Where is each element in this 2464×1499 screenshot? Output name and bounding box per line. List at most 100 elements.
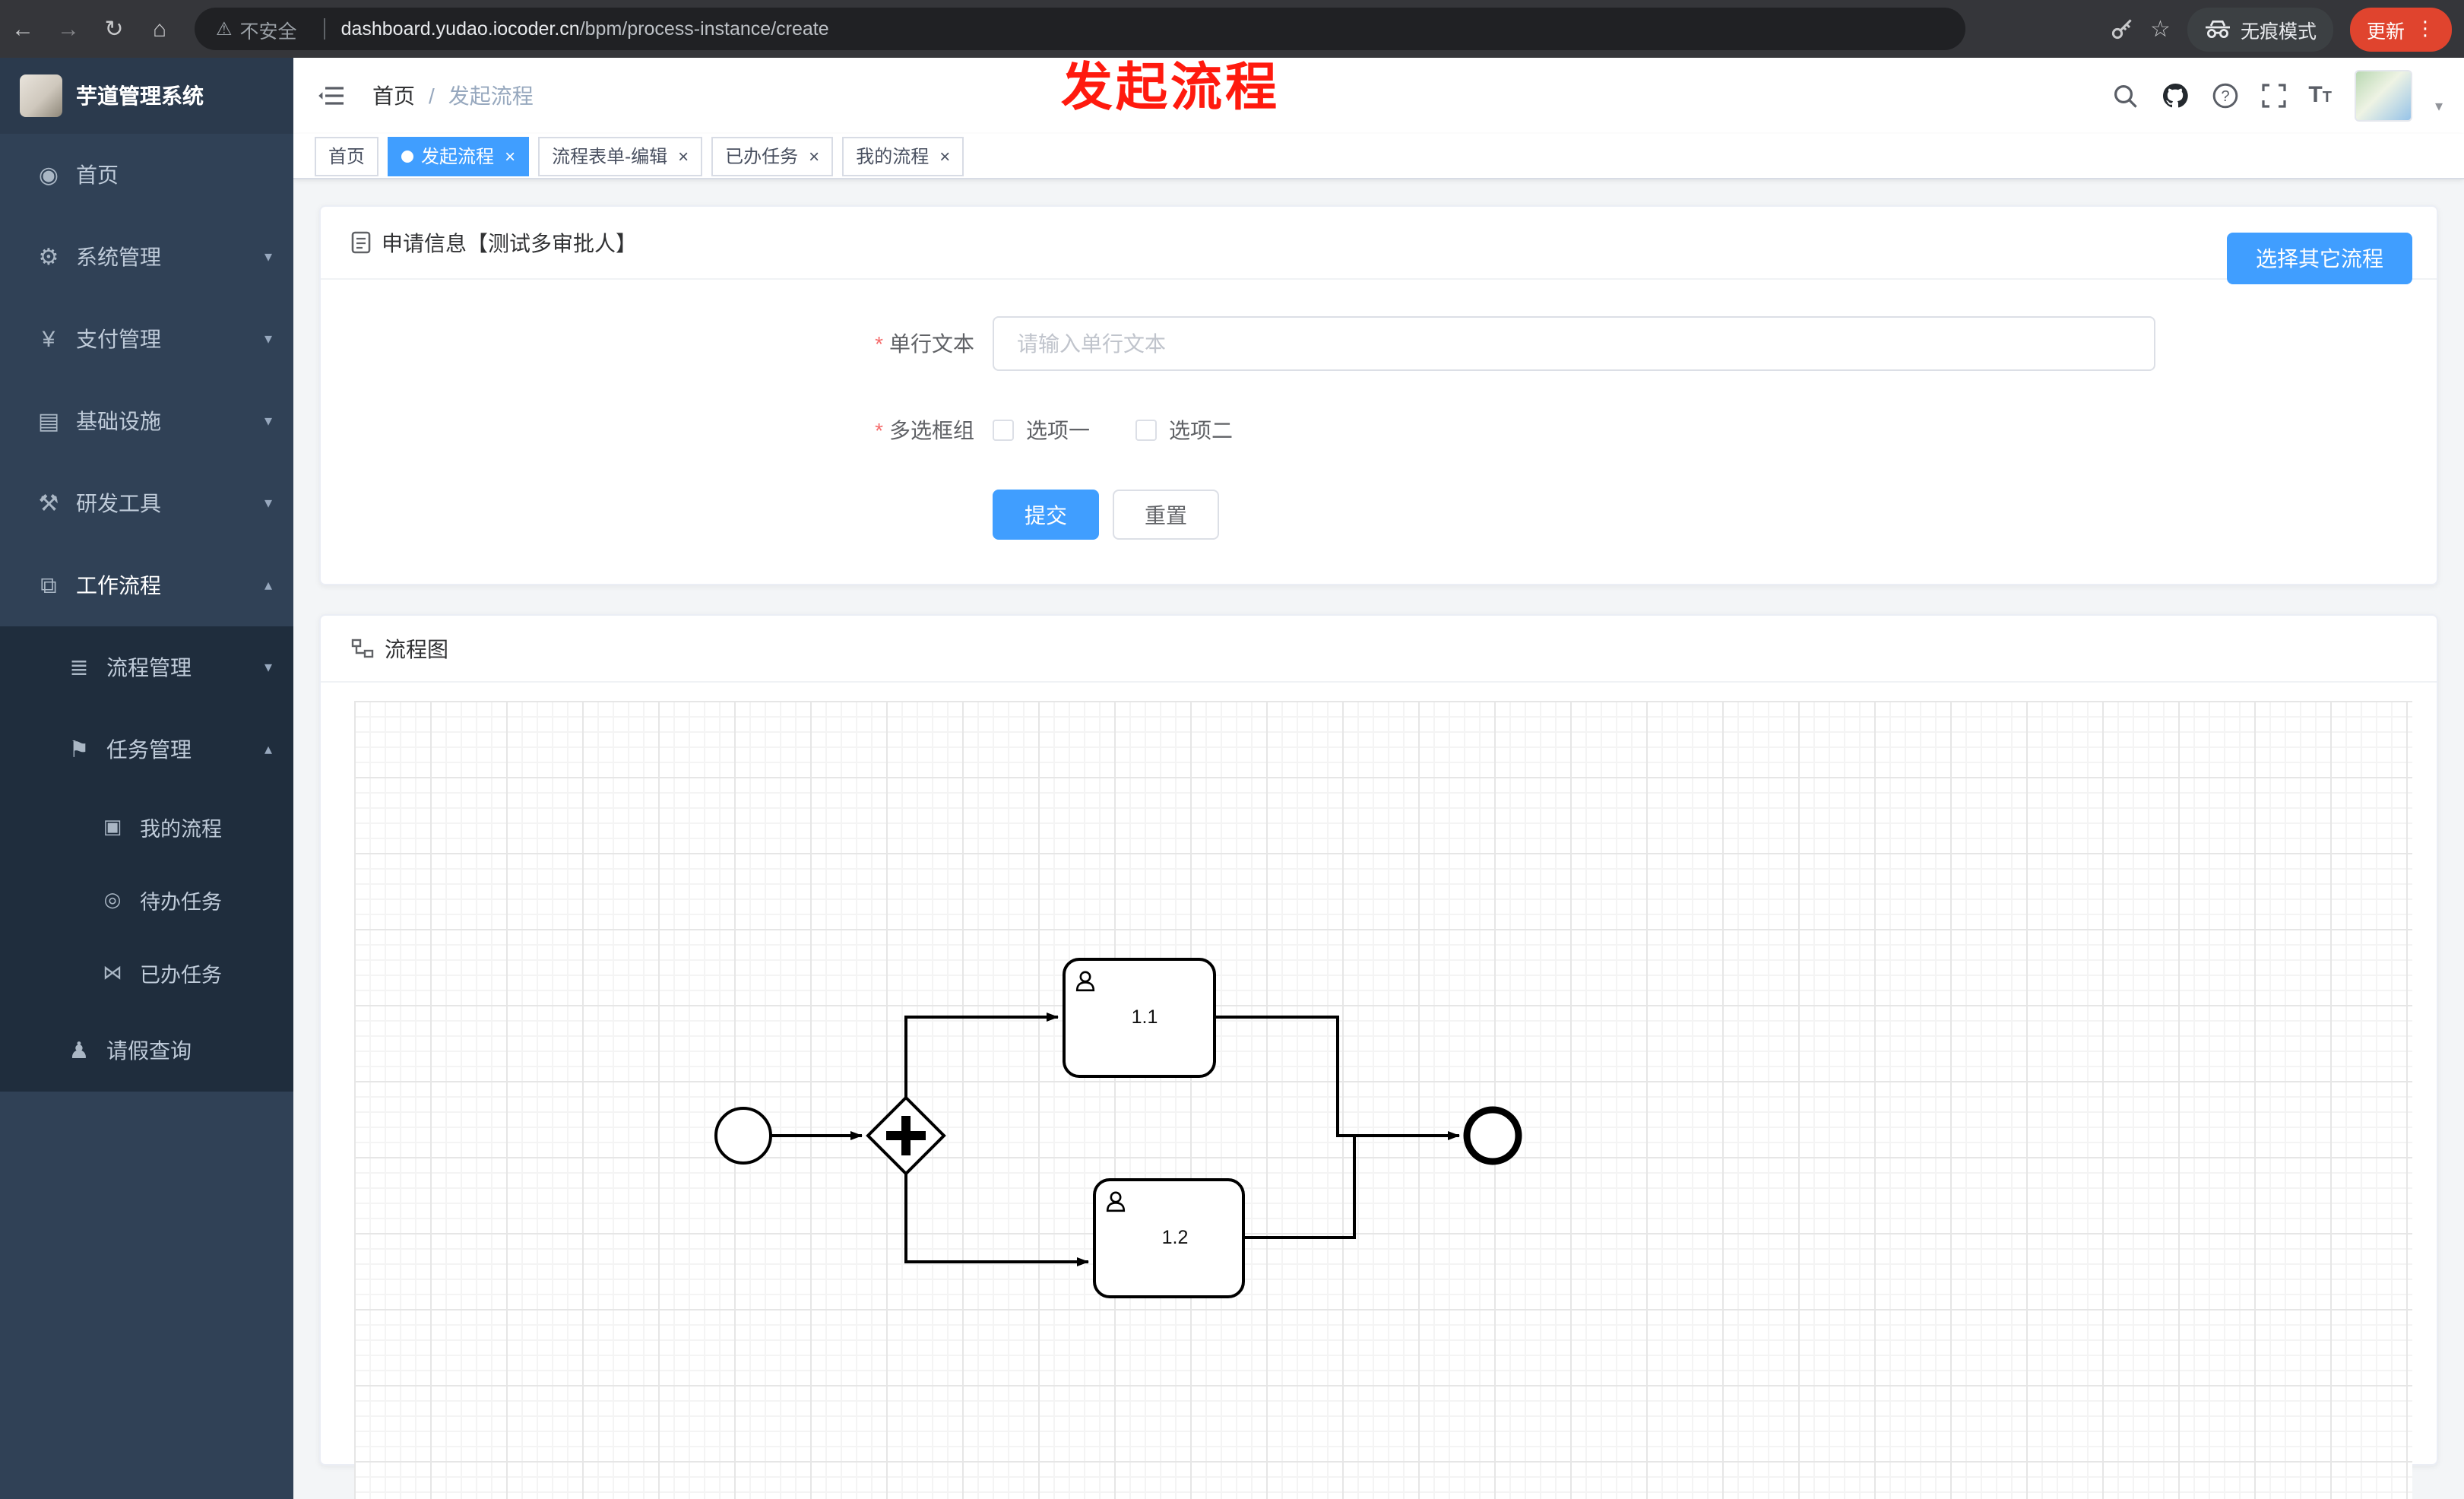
person-icon: ♟ [68,1038,90,1064]
sidebar-item-todo-tasks[interactable]: ◎ 待办任务 [0,864,293,936]
sidebar-item-label: 工作流程 [76,573,161,597]
sidebar-item-home[interactable]: ◉ 首页 [0,134,293,216]
app-logo[interactable]: 芋道管理系统 [0,58,293,134]
tab-bar: 首页 发起流程 × 流程表单-编辑 × 已办任务 × 我的流程 × [293,134,2464,179]
browser-forward-icon[interactable]: → [57,16,80,42]
bpmn-flow-task1-end [1215,1016,1460,1140]
form-actions: 提交 重置 [993,490,2437,540]
checkbox-label: 选项二 [1169,418,1233,442]
tab-home[interactable]: 首页 [315,136,379,176]
breadcrumb-separator: / [429,84,435,108]
tab-done-tasks[interactable]: 已办任务 × [711,136,834,176]
active-tab-dot-icon [401,150,414,162]
chevron-down-icon: ▾ [264,659,272,676]
help-icon[interactable]: ? [2211,82,2238,109]
sidebar-item-label: 流程管理 [106,655,192,680]
fullscreen-icon[interactable] [2261,84,2285,108]
incognito-label: 无痕模式 [2240,21,2317,42]
bpmn-canvas[interactable]: 1.1 1.2 [354,701,2412,1499]
checkbox-icon[interactable] [993,420,1014,441]
chevron-down-icon: ▾ [264,331,272,347]
sidebar-item-done-tasks[interactable]: ⋈ 已办任务 [0,936,293,1009]
browser-reload-icon[interactable]: ↻ [104,17,124,43]
sidebar-item-payment[interactable]: ¥ 支付管理 ▾ [0,298,293,380]
avatar-caret-down-icon[interactable]: ▾ [2434,99,2443,116]
form-row-text: *单行文本 [321,316,2437,371]
tab-process-form-edit[interactable]: 流程表单-编辑 × [538,136,703,176]
tab-my-processes[interactable]: 我的流程 × [842,136,964,176]
server-icon: ▤ [37,409,60,435]
checkbox-group: 选项一 选项二 [993,403,1233,458]
url-divider [324,18,326,40]
bowtie-icon: ⋈ [103,961,122,984]
tab-initiate-process[interactable]: 发起流程 × [388,136,530,176]
sidebar-item-label: 支付管理 [76,327,161,351]
security-label[interactable]: 不安全 [239,21,297,42]
checkbox-option-1[interactable]: 选项一 [993,415,1090,445]
bpmn-flow-task2-end [1243,1137,1356,1239]
dashboard-icon: ◉ [38,163,59,189]
breadcrumb: 首页 / 发起流程 [372,81,534,111]
bpmn-task-label: 1.1 [1132,1006,1158,1028]
sidebar-item-label: 请假查询 [106,1038,192,1063]
checkbox-option-2[interactable]: 选项二 [1135,415,1233,445]
sidebar-item-system[interactable]: ⚙ 系统管理 ▾ [0,216,293,298]
user-avatar[interactable] [2354,70,2412,122]
bpmn-flow-gateway-task1 [904,1013,1059,1098]
browser-chrome: ← → ↻ ⌂ ⚠ 不安全 dashboard.yudao.iocoder.cn… [0,0,2464,58]
checkbox-icon[interactable] [1135,420,1157,441]
browser-menu-kebab-icon[interactable]: ⋮ [2415,17,2435,40]
close-icon[interactable]: × [939,145,951,166]
single-line-text-input[interactable] [993,316,2155,371]
bpmn-flow-gateway-task2 [904,1174,1089,1266]
close-icon[interactable]: × [678,145,689,166]
sidebar-item-infrastructure[interactable]: ▤ 基础设施 ▾ [0,380,293,462]
chevron-down-icon: ▾ [264,249,272,265]
sidebar: 芋道管理系统 ◉ 首页 ⚙ 系统管理 ▾ ¥ 支付管理 ▾ ▤ 基础设施 ▾ ⚒… [0,58,293,1499]
bookmark-star-icon[interactable]: ☆ [2150,17,2171,43]
tab-label: 首页 [328,146,366,167]
reset-button[interactable]: 重置 [1113,490,1219,540]
app-title: 芋道管理系统 [76,84,204,108]
sidebar-collapse-icon[interactable] [293,85,357,106]
tools-icon: ⚒ [38,491,59,517]
sidebar-item-workflow[interactable]: ⧉ 工作流程 ▴ [0,544,293,626]
sidebar-item-leave-query[interactable]: ♟ 请假查询 [0,1009,293,1092]
tab-label: 已办任务 [725,146,799,167]
field-label: *多选框组 [875,418,974,442]
address-bar[interactable]: ⚠ 不安全 dashboard.yudao.iocoder.cn /bpm/pr… [195,8,1965,50]
search-icon[interactable] [2112,83,2138,109]
workflow-submenu: ≣ 流程管理 ▾ ⚑ 任务管理 ▴ ▣ 我的流程 ◎ 待办任务 ⋈ 已办任务 [0,626,293,1092]
sidebar-item-devtools[interactable]: ⚒ 研发工具 ▾ [0,462,293,544]
chevron-down-icon: ▾ [264,413,272,429]
required-mark: * [875,331,883,356]
form-row-checkbox: *多选框组 选项一 选项二 [321,403,2437,458]
chrome-update-button[interactable]: 更新 ⋮ [2349,7,2452,51]
select-other-process-button[interactable]: 选择其它流程 [2227,233,2412,284]
sidebar-item-my-processes[interactable]: ▣ 我的流程 [0,791,293,864]
chevron-down-icon: ▾ [264,495,272,512]
main-area: 首页 / 发起流程 ? TT [293,58,2464,1499]
close-icon[interactable]: × [809,145,820,166]
submit-button[interactable]: 提交 [993,490,1099,540]
close-icon[interactable]: × [505,145,516,166]
url-path: /bpm/process-instance/create [579,18,829,40]
password-key-icon[interactable] [2109,17,2133,41]
card-title: 流程图 [385,636,448,661]
sidebar-item-label: 首页 [76,163,119,187]
bpmn-user-task-1-2 [1093,1178,1245,1298]
required-mark: * [875,418,883,442]
sidebar-item-label: 基础设施 [76,409,161,433]
breadcrumb-home[interactable]: 首页 [372,84,415,108]
browser-home-icon[interactable]: ⌂ [152,16,167,42]
sidebar-item-process-management[interactable]: ≣ 流程管理 ▾ [0,626,293,708]
bpmn-diagram: 1.1 1.2 [714,958,1522,1298]
chevron-up-icon: ▴ [264,741,272,758]
sidebar-item-label: 任务管理 [106,737,192,762]
github-icon[interactable] [2161,82,2188,109]
breadcrumb-current: 发起流程 [448,84,534,108]
browser-back-icon[interactable]: ← [11,16,34,42]
font-size-icon[interactable]: TT [2308,82,2332,108]
sidebar-item-task-management[interactable]: ⚑ 任务管理 ▴ [0,708,293,791]
